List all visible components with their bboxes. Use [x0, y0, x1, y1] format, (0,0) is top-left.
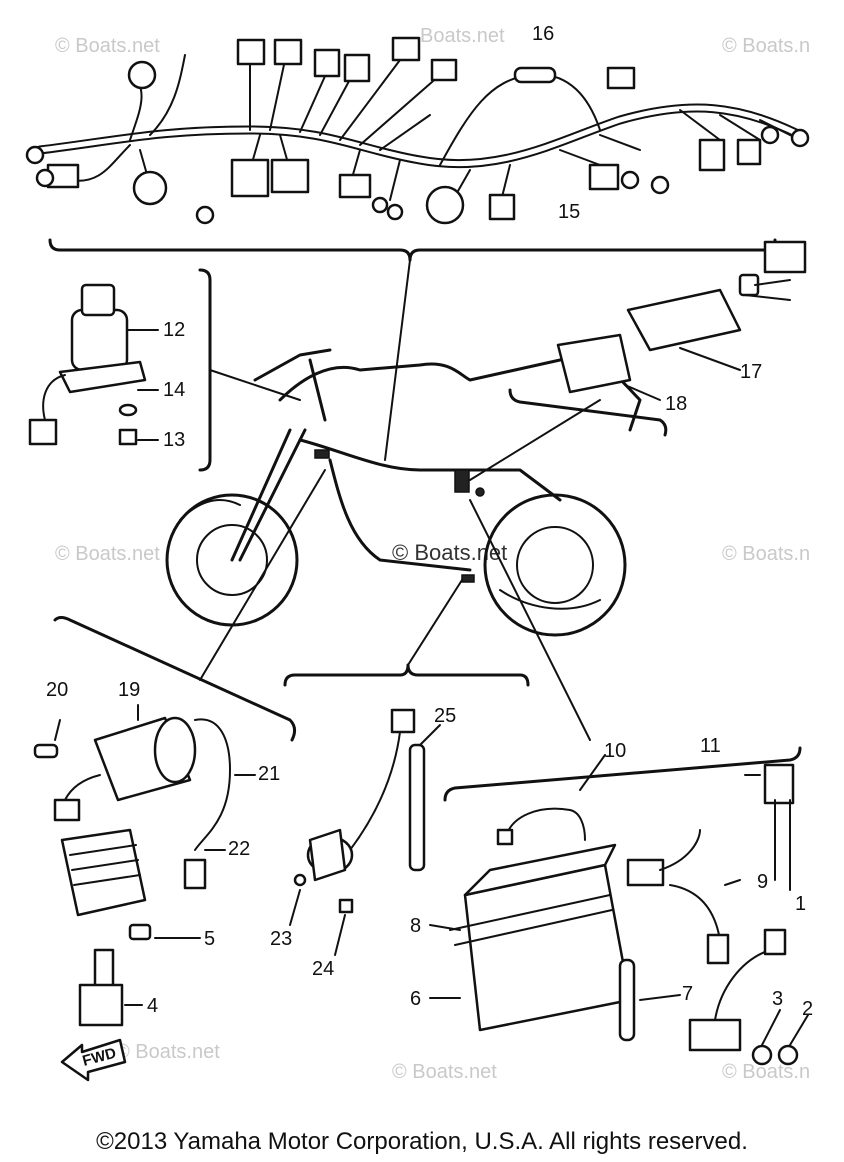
watermark: © Boats.net: [392, 1061, 497, 1083]
callout-12: 12: [163, 319, 185, 341]
callout-13: 13: [163, 429, 185, 451]
callout-15: 15: [558, 201, 580, 223]
callout-3: 3: [772, 988, 783, 1010]
callout-10: 10: [604, 740, 626, 762]
callout-14: 14: [163, 379, 185, 401]
callout-23: 23: [270, 928, 292, 950]
callout-11: 11: [700, 735, 721, 757]
callout-19: 19: [118, 679, 140, 701]
main-switch: [28, 268, 301, 472]
callout-2: 2: [802, 998, 813, 1020]
watermark: © Boats.net: [55, 543, 160, 565]
callout-25: 25: [434, 705, 456, 727]
callout-16: 16: [532, 23, 554, 45]
ignition-coil-group: FWD: [33, 469, 326, 1082]
watermark: © Boats.net: [115, 1041, 220, 1063]
callout-21: 21: [258, 763, 280, 785]
callout-17: 17: [740, 361, 762, 383]
callout-20: 20: [46, 679, 68, 701]
watermark: © Boats.n: [722, 543, 810, 565]
callout-18: 18: [665, 393, 687, 415]
callout-labels: 1 2 3 4 5 6 7 8 9 10 11 12 13 14 15 16 1…: [46, 23, 813, 1020]
callout-7: 7: [682, 983, 693, 1005]
watermark: © Boats.n: [722, 1061, 810, 1083]
fwd-arrow-icon: [60, 1038, 127, 1082]
watermark: © Boats.net: [55, 35, 160, 57]
callout-5: 5: [204, 928, 215, 950]
callout-24: 24: [312, 958, 334, 980]
wire-harness: [25, 36, 810, 461]
watermark: © Boats.n: [722, 35, 810, 57]
ignitor-unit: [469, 240, 807, 481]
callout-8: 8: [410, 915, 421, 937]
callout-22: 22: [228, 838, 250, 860]
copyright-notice: ©2013 Yamaha Motor Corporation, U.S.A. A…: [96, 1128, 748, 1155]
neutral-switch-group: [283, 579, 530, 956]
watermark: © Boats.net: [392, 540, 507, 565]
battery-group: [429, 499, 809, 1066]
fuse: [513, 66, 557, 84]
callout-9: 9: [757, 871, 768, 893]
callout-6: 6: [410, 988, 421, 1010]
callout-1: 1: [795, 893, 806, 915]
callout-4: 4: [147, 995, 158, 1017]
watermark: Boats.net: [420, 25, 505, 47]
